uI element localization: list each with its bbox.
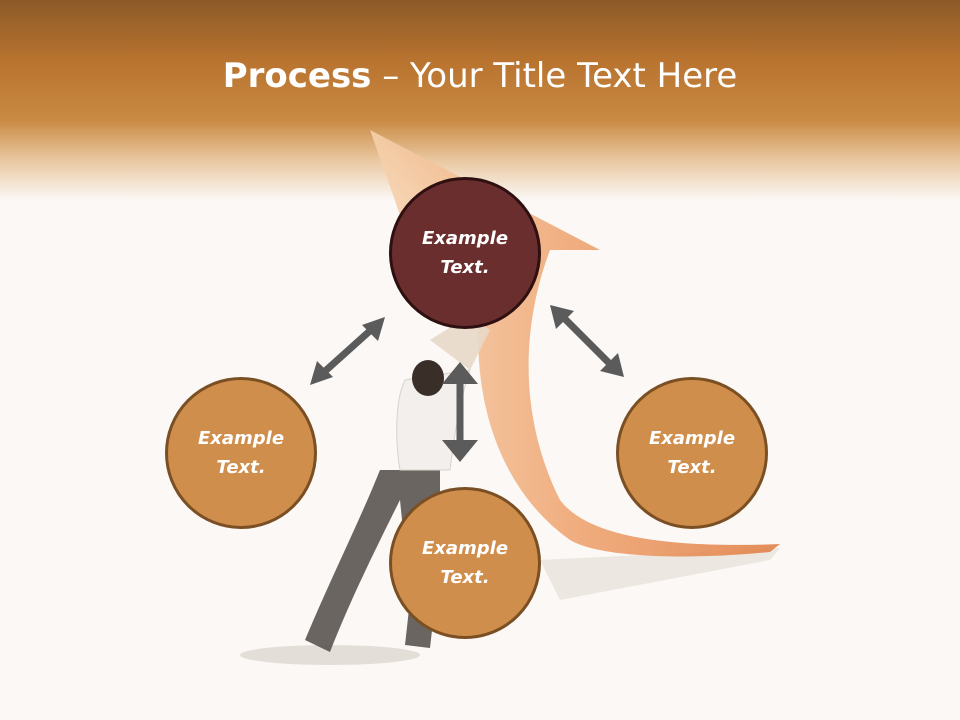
arrow-shadow [540, 548, 780, 600]
circle-right[interactable]: Example Text. [616, 377, 768, 529]
header-band [0, 0, 960, 200]
circle-left-label: Example Text. [197, 428, 285, 478]
circle-right-label: Example Text. [648, 428, 736, 478]
slide-title[interactable]: Process – Your Title Text Here [0, 54, 960, 98]
circle-top[interactable]: Example Text. [389, 177, 541, 329]
person-arms [430, 315, 490, 370]
person-shadow [240, 645, 420, 665]
person-head [412, 360, 444, 396]
circle-bottom-label: Example Text. [421, 538, 509, 588]
double-arrow-icon [310, 317, 385, 385]
double-arrow-icon [550, 305, 624, 377]
title-bold: Process [222, 56, 372, 96]
title-rest: – Your Title Text Here [371, 56, 738, 96]
double-arrow-icon [442, 362, 478, 462]
circle-bottom[interactable]: Example Text. [389, 487, 541, 639]
circle-left[interactable]: Example Text. [165, 377, 317, 529]
circle-top-label: Example Text. [421, 228, 509, 278]
